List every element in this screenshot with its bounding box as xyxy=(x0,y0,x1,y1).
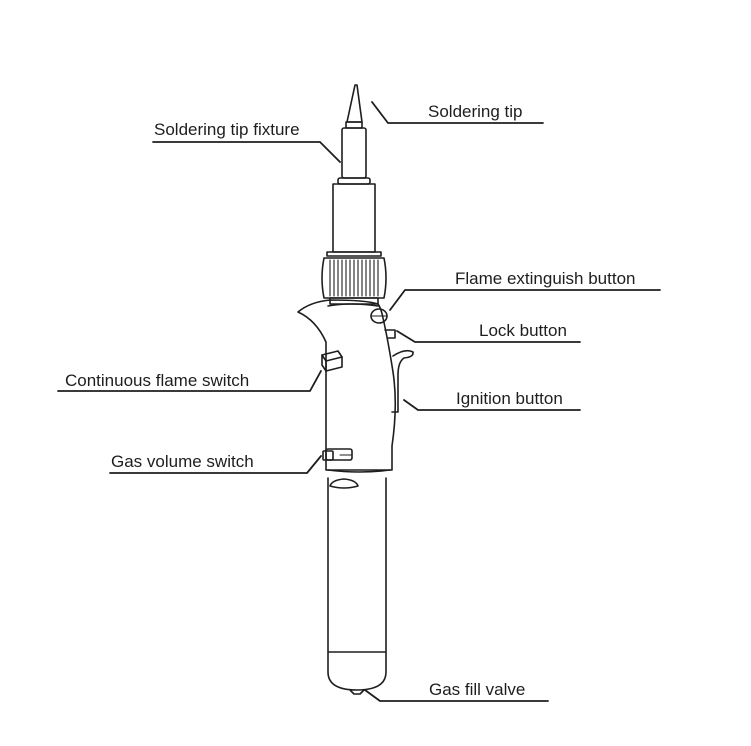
leader-lock-button xyxy=(396,330,581,343)
leader-gas-fill-valve xyxy=(364,689,549,702)
continuous-flame-switch-part xyxy=(321,350,343,372)
tip-fixture-part xyxy=(337,127,371,185)
label-soldering-tip: Soldering tip xyxy=(428,102,523,121)
gas-tank-part xyxy=(327,477,387,695)
knurled-nut-part xyxy=(321,257,387,305)
handle-body xyxy=(297,299,397,471)
lock-button-part xyxy=(384,329,396,339)
leader-soldering-tip-fixture xyxy=(152,141,341,163)
label-soldering-tip-fixture: Soldering tip fixture xyxy=(154,120,300,139)
leader-lines xyxy=(57,101,661,702)
leader-continuous-flame-switch xyxy=(57,370,322,392)
label-continuous-flame-switch: Continuous flame switch xyxy=(65,371,250,390)
gas-volume-switch-part xyxy=(322,448,353,461)
leader-flame-extinguish-button xyxy=(389,289,661,311)
label-flame-extinguish-button: Flame extinguish button xyxy=(455,269,636,288)
barrel-collar xyxy=(326,251,382,257)
body-seam xyxy=(327,469,391,473)
soldering-tip-part xyxy=(345,84,363,129)
leader-soldering-tip xyxy=(371,101,544,124)
barrel-part xyxy=(332,183,376,253)
label-gas-fill-valve: Gas fill valve xyxy=(429,680,526,699)
leader-gas-volume-switch xyxy=(109,455,322,474)
leader-ignition-button xyxy=(403,399,581,411)
label-lock-button: Lock button xyxy=(479,321,567,340)
label-gas-volume-switch: Gas volume switch xyxy=(111,452,254,471)
label-ignition-button: Ignition button xyxy=(456,389,563,408)
ignition-trigger-part xyxy=(391,349,414,413)
